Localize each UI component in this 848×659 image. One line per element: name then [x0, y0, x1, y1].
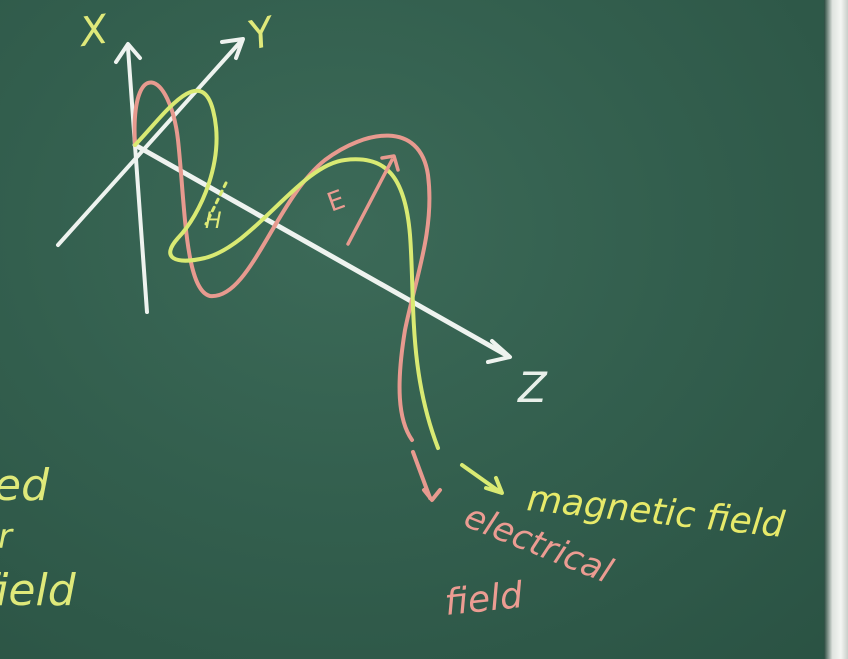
z-axis-label: Z — [517, 363, 548, 412]
x-axis-label: X — [75, 6, 112, 56]
magnetic-field-wave — [133, 88, 440, 450]
z-axis — [132, 142, 511, 359]
left-fragment-ed: ed — [0, 460, 50, 511]
field-label: field — [443, 575, 526, 624]
board-frame — [824, 0, 848, 659]
electric-field-arrow — [411, 450, 442, 502]
x-axis-arrowhead — [114, 42, 142, 64]
e-vector-label: E — [323, 185, 349, 219]
y-axis-label: Y — [244, 8, 282, 59]
y-axis — [56, 38, 244, 247]
x-axis — [126, 46, 149, 314]
e-vector-arrow — [346, 158, 394, 246]
h-vector-label: H — [205, 209, 222, 234]
h-vector-arrow — [204, 181, 228, 226]
e-vector-arrowhead — [380, 154, 400, 172]
magnetic-field-arrow — [460, 463, 504, 495]
left-fragment-field: field — [0, 565, 77, 616]
z-axis-arrowhead — [486, 339, 512, 364]
y-axis-arrowhead — [220, 37, 245, 60]
left-fragment-r: r — [0, 517, 14, 557]
